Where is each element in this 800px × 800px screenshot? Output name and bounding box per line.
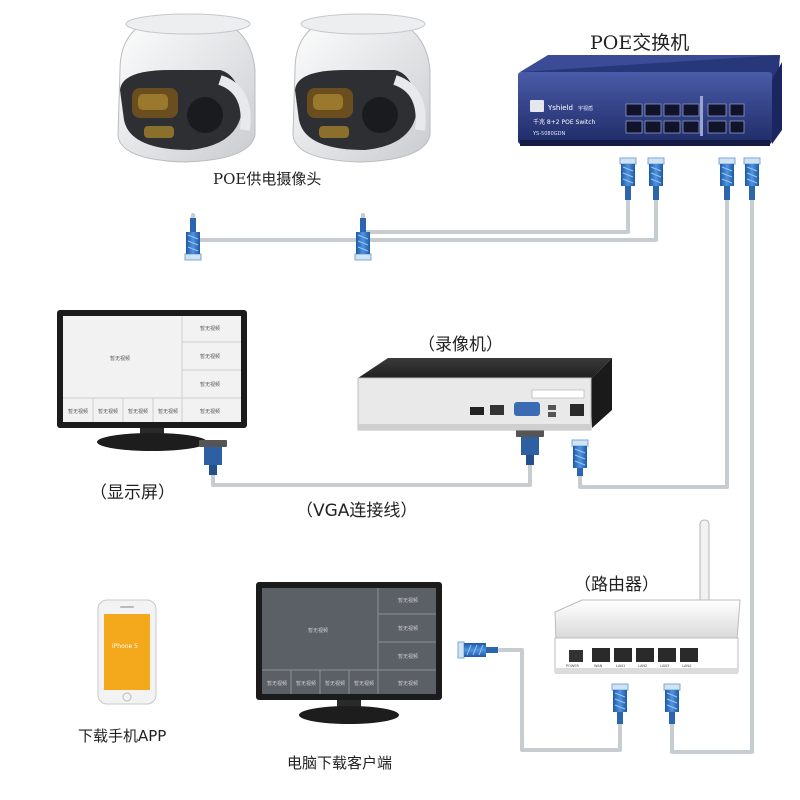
cable-router-pc bbox=[498, 648, 622, 752]
rj45-plug-icon bbox=[619, 157, 637, 200]
monitor-cell-text: 暂无视频 bbox=[398, 597, 418, 604]
rj45-plug-icon bbox=[184, 218, 202, 261]
monitor-cell-text: 暂无视频 bbox=[200, 381, 220, 388]
smartphone-icon: iPhone 5 bbox=[97, 599, 157, 705]
router-port-label: WAN bbox=[594, 664, 603, 668]
monitor-cell-text: 暂无视频 bbox=[128, 408, 148, 415]
router-port-label: POWER bbox=[566, 664, 580, 668]
rj45-plug-icon bbox=[647, 157, 665, 200]
router-port-labels: WAN LAN1 LAN2 LAN3 LAN4 POWER bbox=[566, 664, 692, 668]
router-label: （路由器） bbox=[574, 575, 659, 595]
switch-ports bbox=[625, 103, 745, 134]
router-icon bbox=[554, 519, 741, 674]
monitor-cell-text: 暂无视频 bbox=[158, 408, 178, 415]
dome-camera-icon bbox=[117, 13, 256, 163]
rj45-plug-icon bbox=[457, 641, 498, 659]
monitor-cell-text: 暂无视频 bbox=[68, 408, 88, 415]
rj45-plug-icon bbox=[718, 157, 736, 200]
switch-brand: Yshield bbox=[547, 104, 573, 112]
vga-cable-label: （VGA连接线） bbox=[296, 501, 418, 521]
rj45-plug-icon bbox=[743, 157, 761, 200]
monitor-cell-text: 暂无视频 bbox=[98, 408, 118, 415]
monitor-cell-text: 暂无视频 bbox=[296, 680, 316, 687]
cable-switch-nvr bbox=[578, 193, 729, 489]
monitor-cell-text: 暂无视频 bbox=[200, 325, 220, 332]
monitor-cell-text: 暂无视频 bbox=[200, 353, 220, 360]
switch-model-line: 千兆 8+2 POE Switch bbox=[533, 118, 596, 126]
monitor-icon: 暂无视频 暂无视频 暂无视频 暂无视频 暂无视频 暂无视频 暂无视频 暂无视频 … bbox=[256, 582, 442, 724]
poe-switch-icon: Yshield 宇视盾 千兆 8+2 POE Switch YS-5080GDN bbox=[518, 55, 782, 146]
nvr-label: （录像机） bbox=[418, 335, 503, 355]
router-port-label: LAN3 bbox=[660, 664, 669, 668]
vga-plug-icon bbox=[516, 430, 544, 465]
monitor-cell-text: 暂无视频 bbox=[267, 680, 287, 687]
router-port-label: LAN2 bbox=[638, 664, 647, 668]
monitor-icon: 暂无视频 暂无视频 暂无视频 暂无视频 暂无视频 暂无视频 暂无视频 暂无视频 … bbox=[57, 310, 247, 451]
rj45-plug-icon bbox=[663, 683, 681, 724]
switch-model-code: YS-5080GDN bbox=[532, 131, 565, 137]
dome-camera-icon bbox=[292, 13, 431, 163]
switch-brand-sub: 宇视盾 bbox=[578, 105, 593, 112]
rj45-plug-icon bbox=[611, 683, 629, 724]
nvr-icon bbox=[357, 358, 612, 431]
monitor-cell-text: 暂无视频 bbox=[398, 680, 418, 687]
monitor-cell-text: 暂无视频 bbox=[398, 625, 418, 632]
cable-camera2 bbox=[361, 198, 630, 234]
rj45-plug-icon bbox=[354, 218, 372, 261]
router-port-label: LAN4 bbox=[682, 664, 692, 668]
monitor-cell-text: 暂无视频 bbox=[398, 653, 418, 660]
monitor-cell-text: 暂无视频 bbox=[325, 680, 345, 687]
vga-plug-icon bbox=[199, 440, 227, 475]
mobile-app-label: 下载手机APP bbox=[78, 727, 167, 745]
phone-screen-text: iPhone 5 bbox=[112, 643, 138, 650]
monitor-cell-text: 暂无视频 bbox=[308, 627, 328, 634]
rj45-plug-icon bbox=[571, 439, 589, 476]
router-port-label: LAN1 bbox=[616, 664, 625, 668]
cable-switch-router bbox=[670, 193, 754, 754]
monitor-label: （显示屏） bbox=[90, 483, 175, 503]
monitor-cell-text: 暂无视频 bbox=[200, 408, 220, 415]
poe-cameras-label: POE供电摄像头 bbox=[213, 170, 322, 188]
monitor-cell-text: 暂无视频 bbox=[354, 680, 374, 687]
pc-client-label: 电脑下载客户端 bbox=[287, 754, 393, 772]
cable-vga bbox=[211, 456, 532, 487]
monitor-cell-text: 暂无视频 bbox=[110, 355, 130, 362]
poe-switch-label: POE交换机 bbox=[590, 32, 690, 54]
